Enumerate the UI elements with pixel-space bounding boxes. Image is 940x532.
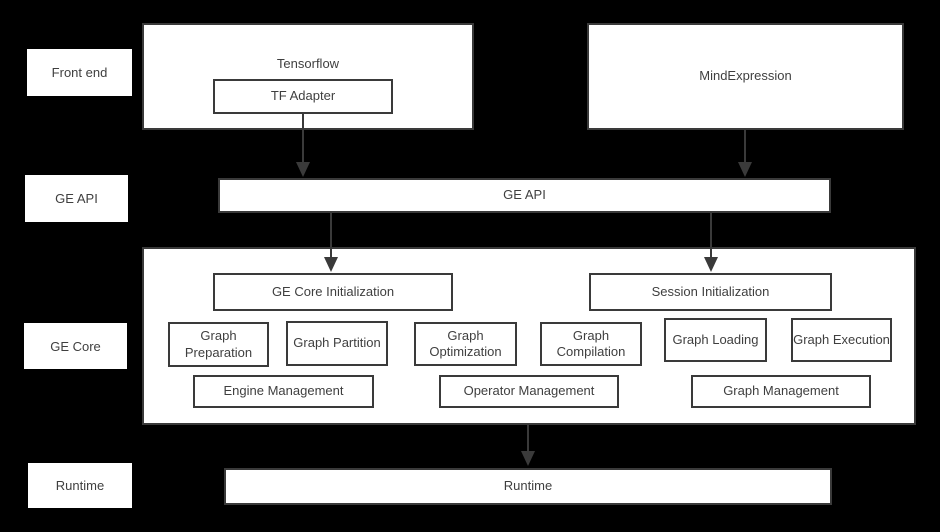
graph-preparation-box: Graph Preparation <box>168 322 269 367</box>
tf-adapter-box: TF Adapter <box>213 79 393 114</box>
graph-optimization-box: Graph Optimization <box>414 322 517 366</box>
graph-management-box: Graph Management <box>691 375 871 408</box>
side-label-front-end: Front end <box>27 49 132 96</box>
graph-loading-box: Graph Loading <box>664 318 767 362</box>
engine-management-box: Engine Management <box>193 375 374 408</box>
ge-core-container: GE Core Initialization Session Initializ… <box>142 247 916 425</box>
graph-execution-box: Graph Execution <box>791 318 892 362</box>
session-initialization-box: Session Initialization <box>589 273 832 311</box>
mindexpression-box: MindExpression <box>587 23 904 130</box>
arrow-mindexpression-to-ge-api <box>738 130 752 177</box>
graph-compilation-box: Graph Compilation <box>540 322 642 366</box>
ge-api-bar: GE API <box>218 178 831 213</box>
tensorflow-title: Tensorflow <box>276 56 340 71</box>
ge-core-initialization-box: GE Core Initialization <box>213 273 453 311</box>
arrow-ge-core-to-runtime <box>521 425 535 466</box>
side-label-ge-api: GE API <box>25 175 128 222</box>
graph-partition-box: Graph Partition <box>286 321 388 366</box>
tensorflow-box: Tensorflow TF Adapter <box>142 23 474 130</box>
side-label-runtime: Runtime <box>28 463 132 508</box>
operator-management-box: Operator Management <box>439 375 619 408</box>
side-label-ge-core: GE Core <box>24 323 127 369</box>
runtime-bar: Runtime <box>224 468 832 505</box>
